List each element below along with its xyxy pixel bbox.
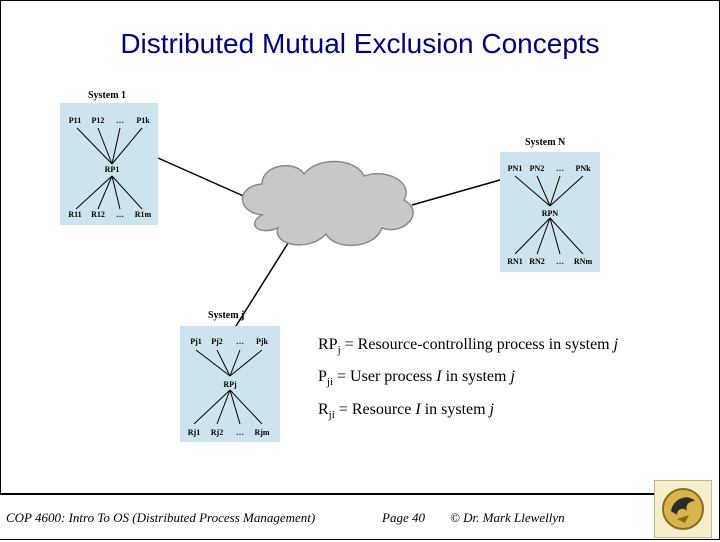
link-system1 — [157, 157, 249, 199]
systemj-resource-ellipsis: … — [236, 428, 244, 437]
system1-resource-ellipsis: … — [116, 210, 124, 219]
system1-box — [60, 103, 158, 225]
system1-process-2: P12 — [92, 116, 105, 125]
link-systemN — [411, 179, 501, 206]
link-systemj — [235, 239, 291, 327]
systemj-process-k: Pjk — [256, 337, 269, 346]
systemN-resource-m: RNm — [574, 257, 593, 266]
systemj-resource-m: Rjm — [254, 428, 269, 437]
systemN-process-k: PNk — [575, 164, 591, 173]
systemN-rp: RPN — [542, 209, 559, 218]
system1-rp: RP1 — [105, 165, 120, 174]
network-cloud — [241, 160, 414, 246]
systemN-process-2: PN2 — [530, 164, 545, 173]
footer-course: COP 4600: Intro To OS (Distributed Proce… — [6, 510, 316, 525]
systemj-rp: RPj — [223, 380, 237, 389]
legend-process: Pji = User process I in system j — [318, 368, 515, 389]
systemj-process-2: Pj2 — [211, 337, 223, 346]
ucf-logo-icon — [654, 480, 712, 538]
systemN-process-1: PN1 — [508, 164, 523, 173]
systemN-resource-1: RN1 — [507, 257, 523, 266]
system1-process-1: P11 — [69, 116, 81, 125]
footer-author: © Dr. Mark Llewellyn — [450, 510, 565, 525]
systemN-label: System N — [525, 137, 566, 148]
systemj-process-ellipsis: … — [236, 337, 244, 346]
system1-resource-2: R12 — [91, 210, 105, 219]
system1-resource-m: R1m — [135, 210, 152, 219]
slide-title: Distributed Mutual Exclusion Concepts — [120, 28, 600, 59]
footer: COP 4600: Intro To OS (Distributed Proce… — [0, 493, 655, 539]
system1-label: System 1 — [88, 90, 126, 101]
footer-page-number: Page 40 — [382, 510, 425, 525]
systemN-resource-2: RN2 — [529, 257, 545, 266]
systemN-process-ellipsis: … — [556, 164, 564, 173]
systemj-process-1: Pj1 — [190, 337, 202, 346]
system1-process-k: P1k — [136, 116, 150, 125]
legend-rp: RPj = Resource-controlling process in sy… — [318, 336, 619, 357]
systemN-resource-ellipsis: … — [556, 257, 564, 266]
system1-resource-1: R11 — [68, 210, 81, 219]
system1-process-ellipsis: … — [116, 116, 124, 125]
legend-resource: Rji = Resource I in system j — [318, 401, 495, 422]
systemj-label: System j — [208, 310, 244, 321]
systemj-resource-2: Rj2 — [211, 428, 223, 437]
systemj-box — [180, 326, 280, 442]
systemj-resource-1: Rj1 — [188, 428, 200, 437]
